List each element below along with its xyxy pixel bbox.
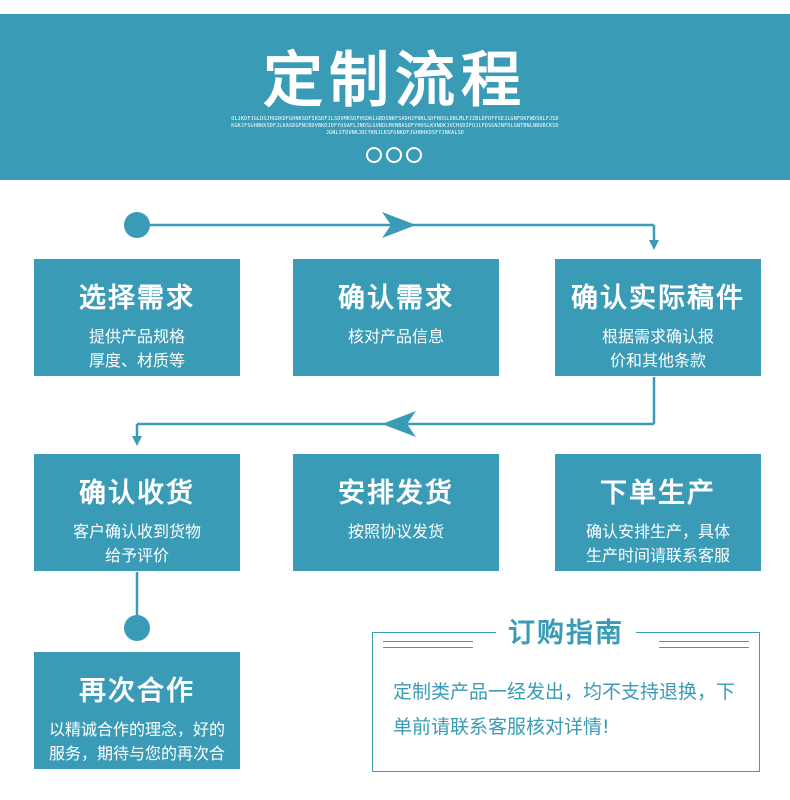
arrow-down-icon — [132, 436, 142, 446]
order-guide-panel: 订购指南 定制类产品一经发出，均不支持退换，下单前请联系客服核对详情! — [372, 611, 760, 772]
end-node-icon — [124, 615, 150, 641]
circle-icon — [366, 147, 382, 163]
step-cooperate-again: 再次合作 以精诚合作的理念，好的 服务，期待与您的再次合作 — [34, 652, 240, 787]
step-title: 选择需求 — [79, 283, 195, 314]
guide-body: 定制类产品一经发出，均不支持退换，下单前请联系客服核对详情! — [393, 681, 736, 738]
step-arrange-shipping: 安排发货 按照协议发货 — [293, 454, 499, 571]
step-title: 安排发货 — [338, 478, 454, 509]
step-desc: 以精诚合作的理念，好的 服务，期待与您的再次合作 — [48, 720, 225, 787]
step-desc: 根据需求确认报 价和其他条款 — [601, 327, 714, 370]
step-confirm-requirements: 确认需求 核对产品信息 — [293, 259, 499, 376]
step-select-requirements: 选择需求 提供产品规格 厚度、材质等 — [34, 259, 240, 376]
header-banner: 定制流程 OLJKDFJGLDSJHGDKDFGHNKSDFIKSDFJLSDV… — [0, 14, 790, 180]
divider — [383, 641, 473, 648]
circle-icon — [406, 147, 422, 163]
guide-title: 订购指南 — [496, 611, 636, 650]
step-title: 下单生产 — [600, 478, 716, 509]
arrow-right-icon — [382, 212, 416, 238]
arrow-left-icon — [382, 411, 416, 437]
step-desc: 按照协议发货 — [347, 522, 444, 541]
step-desc: 客户确认收到货物 给予评价 — [72, 522, 201, 565]
step-title: 确认收货 — [79, 478, 195, 509]
arrow-down-icon — [649, 240, 659, 250]
divider — [659, 641, 749, 648]
start-node-icon — [124, 212, 150, 238]
step-title: 再次合作 — [79, 676, 195, 707]
step-desc: 核对产品信息 — [347, 327, 444, 346]
step-desc: 确认安排生产，具体 生产时间请联系客服 — [585, 522, 730, 565]
decorative-subtitle: OLJKDFJGLDSJHGDKDFGHNKSDFIKSDFJLSDVMKSDF… — [231, 116, 559, 136]
step-title: 确认需求 — [338, 283, 454, 314]
step-confirm-receipt: 确认收货 客户确认收到货物 给予评价 — [34, 454, 240, 571]
step-confirm-draft: 确认实际稿件 根据需求确认报 价和其他条款 — [555, 259, 761, 376]
step-title: 确认实际稿件 — [571, 283, 745, 314]
dots-decoration — [366, 147, 426, 163]
circle-icon — [386, 147, 402, 163]
page-title: 定制流程 — [263, 46, 527, 116]
step-place-order: 下单生产 确认安排生产，具体 生产时间请联系客服 — [555, 454, 761, 571]
step-desc: 提供产品规格 厚度、材质等 — [88, 327, 185, 370]
